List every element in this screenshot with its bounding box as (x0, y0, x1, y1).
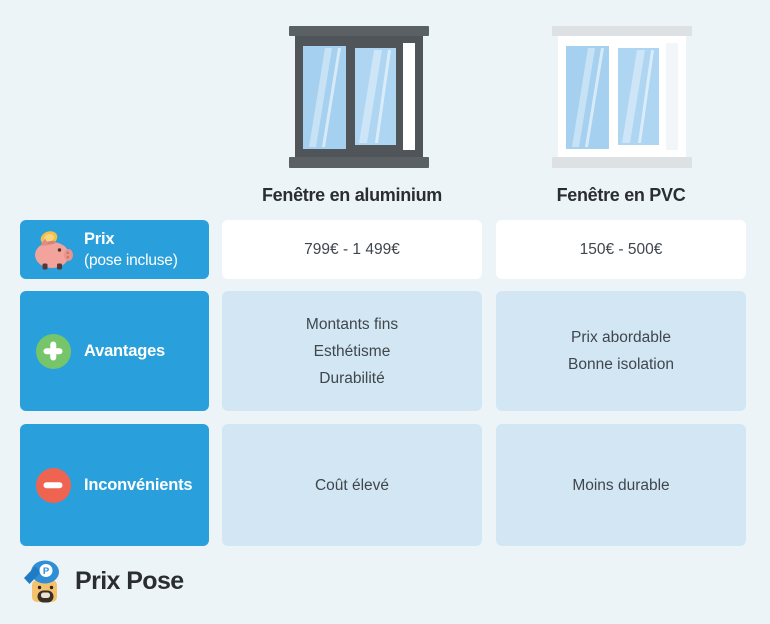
brand-name: Prix Pose (75, 566, 184, 595)
cell-avantages-pvc: Prix abordable Bonne isolation (496, 291, 746, 411)
row-label-prix: Prix (pose incluse) (20, 220, 209, 279)
cell-prix-pvc: 150€ - 500€ (496, 220, 746, 279)
prix-label: Prix (84, 229, 115, 248)
brand-footer: P Prix Pose (24, 556, 184, 606)
price-range-pvc: 150€ - 500€ (579, 241, 663, 258)
advantage-item: Durabilité (319, 369, 385, 387)
piggy-bank-icon (29, 230, 77, 270)
price-range-aluminium: 799€ - 1 499€ (304, 241, 400, 258)
disadvantage-item: Coût élevé (314, 476, 390, 494)
row-label-inconvenients: Inconvénients (20, 424, 209, 546)
cell-inconvenients-pvc: Moins durable (496, 424, 746, 546)
row-label-avantages: Avantages (20, 291, 209, 411)
aluminium-window-illustration (289, 26, 429, 168)
svg-text:P: P (43, 566, 50, 577)
inconvenients-label: Inconvénients (84, 475, 193, 494)
advantage-item: Montants fins (305, 315, 399, 333)
cell-avantages-aluminium: Montants fins Esthétisme Durabilité (222, 291, 482, 411)
column-header-pvc: Fenêtre en PVC (556, 185, 686, 205)
advantage-item: Bonne isolation (568, 356, 674, 373)
row-label-text: Prix (pose incluse) (84, 229, 178, 271)
prix-sublabel: (pose incluse) (84, 251, 178, 269)
column-header-aluminium: Fenêtre en aluminium (261, 185, 443, 205)
disadvantage-item: Moins durable (572, 476, 670, 494)
plus-icon (29, 333, 77, 369)
advantage-item: Prix abordable (571, 329, 671, 346)
pvc-window-illustration (552, 26, 692, 168)
prixpose-mascot-icon: P (24, 560, 59, 603)
minus-icon (29, 467, 77, 503)
avantages-label: Avantages (84, 341, 166, 360)
advantage-item: Esthétisme (313, 342, 391, 360)
cell-inconvenients-aluminium: Coût élevé (222, 424, 482, 546)
cell-prix-aluminium: 799€ - 1 499€ (222, 220, 482, 279)
